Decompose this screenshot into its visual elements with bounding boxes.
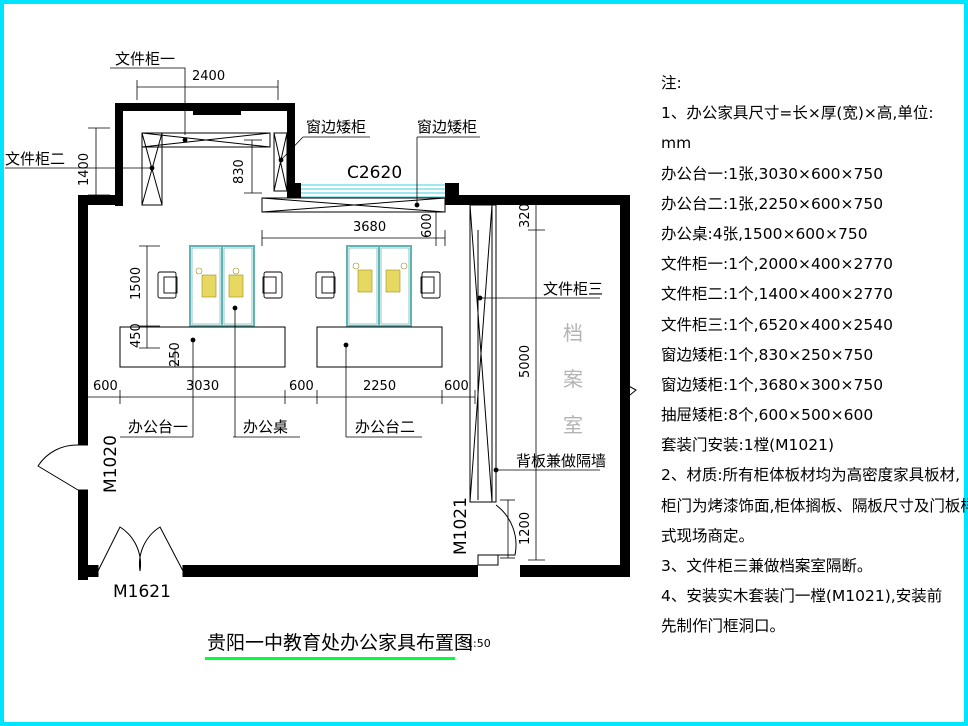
- label-door-left: M1020: [101, 435, 121, 493]
- partition-wall: [470, 204, 497, 503]
- label-window-cabinet-a: 窗边矮柜: [306, 118, 366, 136]
- note-line: 3、文件柜三兼做档案室隔断。: [661, 557, 873, 575]
- wall-alcove-right: [287, 103, 295, 198]
- note-line: 柜门为烤漆饰面,柜体搁板、隔板尺寸及门板样: [661, 496, 968, 515]
- note-line: 办公桌:4张,1500×600×750: [661, 224, 868, 243]
- break-symbol: [622, 377, 637, 396]
- wall-bottom-right: [520, 565, 630, 577]
- desk-right-b: [378, 245, 412, 327]
- desk-group-left: [157, 245, 283, 327]
- office-table-2: [316, 326, 443, 368]
- label-desk-table-1: 办公台一: [128, 418, 188, 436]
- door-m1020: [37, 444, 88, 491]
- wall-alcove-top-inner: [193, 111, 241, 115]
- wall-alcove-left: [115, 103, 123, 206]
- note-line: 窗边矮柜:1个,3680×300×750: [661, 375, 884, 394]
- leader-lines: [5, 67, 600, 473]
- dim-2400: 2400: [192, 69, 225, 84]
- dim-1400: 1400: [77, 153, 92, 186]
- note-line: 套装门安装:1樘(M1021): [661, 436, 834, 455]
- dim-bottom-600-c: 600: [444, 379, 469, 394]
- labels: 文件柜一 文件柜二 窗边矮柜 窗边矮柜 C2620 文件柜三 背板兼做隔墙 办公…: [5, 50, 606, 602]
- note-line: 2、材质:所有柜体板材均为高密度家具板材,: [661, 466, 961, 485]
- wall-top-alcove: [115, 103, 295, 111]
- note-line: 办公台二:1张,2250×600×750: [661, 194, 884, 213]
- chair-icon: [157, 271, 283, 299]
- dim-bottom-3030: 3030: [186, 379, 219, 394]
- label-window-cabinet-b: 窗边矮柜: [417, 118, 477, 136]
- note-line: 4、安装实木套装门一樘(M1021),安装前: [661, 587, 943, 606]
- wall-window-right: [445, 183, 459, 205]
- desk-group-right: [315, 245, 441, 327]
- desk-left-b: [221, 245, 255, 327]
- label-archive-1: 档: [563, 321, 583, 345]
- window-c2620: [301, 184, 445, 198]
- wall-top-right: [445, 195, 630, 205]
- note-line: 文件柜一:1个,2000×400×2770: [661, 255, 893, 274]
- note-line: mm: [661, 134, 692, 153]
- wall-window-left: [287, 183, 301, 198]
- label-door-inner: M1021: [451, 497, 471, 555]
- door-m1021: [477, 504, 517, 566]
- cabinet-3: [469, 204, 493, 503]
- label-archive-2: 案: [563, 367, 583, 391]
- note-line: 抽屉矮柜:8个,600×500×600: [661, 406, 874, 425]
- dim-1200: 1200: [518, 512, 533, 545]
- door-m1621: [97, 526, 184, 577]
- window-cabinet-long: [261, 197, 446, 213]
- wall-bottom-left: [78, 565, 98, 577]
- computer-icon: [352, 262, 408, 293]
- wall-left-upper: [78, 195, 88, 445]
- note-line: 文件柜二:1个,1400×400×2770: [661, 285, 893, 304]
- label-door-bottom: M1621: [113, 582, 171, 602]
- note-line: 窗边矮柜:1个,830×250×750: [661, 345, 874, 364]
- label-window: C2620: [347, 163, 402, 183]
- label-desk-table-2: 办公台二: [355, 418, 415, 436]
- dim-320: 320: [518, 203, 533, 228]
- label-cabinet-1: 文件柜一: [115, 50, 175, 68]
- title-underline: [205, 657, 455, 660]
- wall-bottom: [183, 565, 478, 577]
- label-cabinet-3: 文件柜三: [543, 280, 603, 298]
- note-line: 文件柜三:1个,6520×400×2540: [661, 315, 893, 334]
- computer-icon: [195, 267, 244, 298]
- note-line: 先制作门框洞口。: [661, 617, 786, 636]
- note-line: 1、办公家具尺寸=长×厚(宽)×高,单位:: [661, 104, 934, 123]
- dim-450: 450: [129, 323, 144, 348]
- drawing-title: 贵阳一中教育处办公家具布置图: [207, 632, 474, 654]
- note-line: 式现场商定。: [661, 526, 755, 545]
- label-archive-3: 室: [563, 413, 583, 437]
- dim-250: 250: [168, 342, 183, 367]
- dim-bottom-600-a: 600: [93, 379, 118, 394]
- note-line: 注:: [661, 74, 682, 92]
- dimension-lines: [88, 80, 545, 561]
- wall-left-lower: [78, 490, 88, 580]
- dim-830: 830: [232, 159, 247, 184]
- dim-5000: 5000: [518, 345, 533, 378]
- dim-600-top: 600: [420, 213, 435, 238]
- label-partition: 背板兼做隔墙: [516, 452, 606, 470]
- label-cabinet-2: 文件柜二: [5, 150, 65, 168]
- wall-right: [620, 195, 630, 577]
- dim-bottom-600-b: 600: [289, 379, 314, 394]
- wall-top-left: [78, 195, 123, 205]
- chair-icon: [315, 271, 441, 299]
- dim-1500: 1500: [129, 267, 144, 300]
- note-line: 办公台一:1张,3030×600×750: [661, 164, 884, 183]
- drawing-scale: 1:50: [466, 637, 491, 650]
- dim-bottom-2250: 2250: [363, 379, 396, 394]
- notes-panel: 注: 1、办公家具尺寸=长×厚(宽)×高,单位: mm 办公台一:1张,3030×60…: [661, 68, 968, 642]
- dim-3680: 3680: [353, 220, 386, 235]
- label-desk: 办公桌: [243, 418, 288, 436]
- walls: [78, 103, 630, 580]
- office-table-1: [119, 326, 286, 368]
